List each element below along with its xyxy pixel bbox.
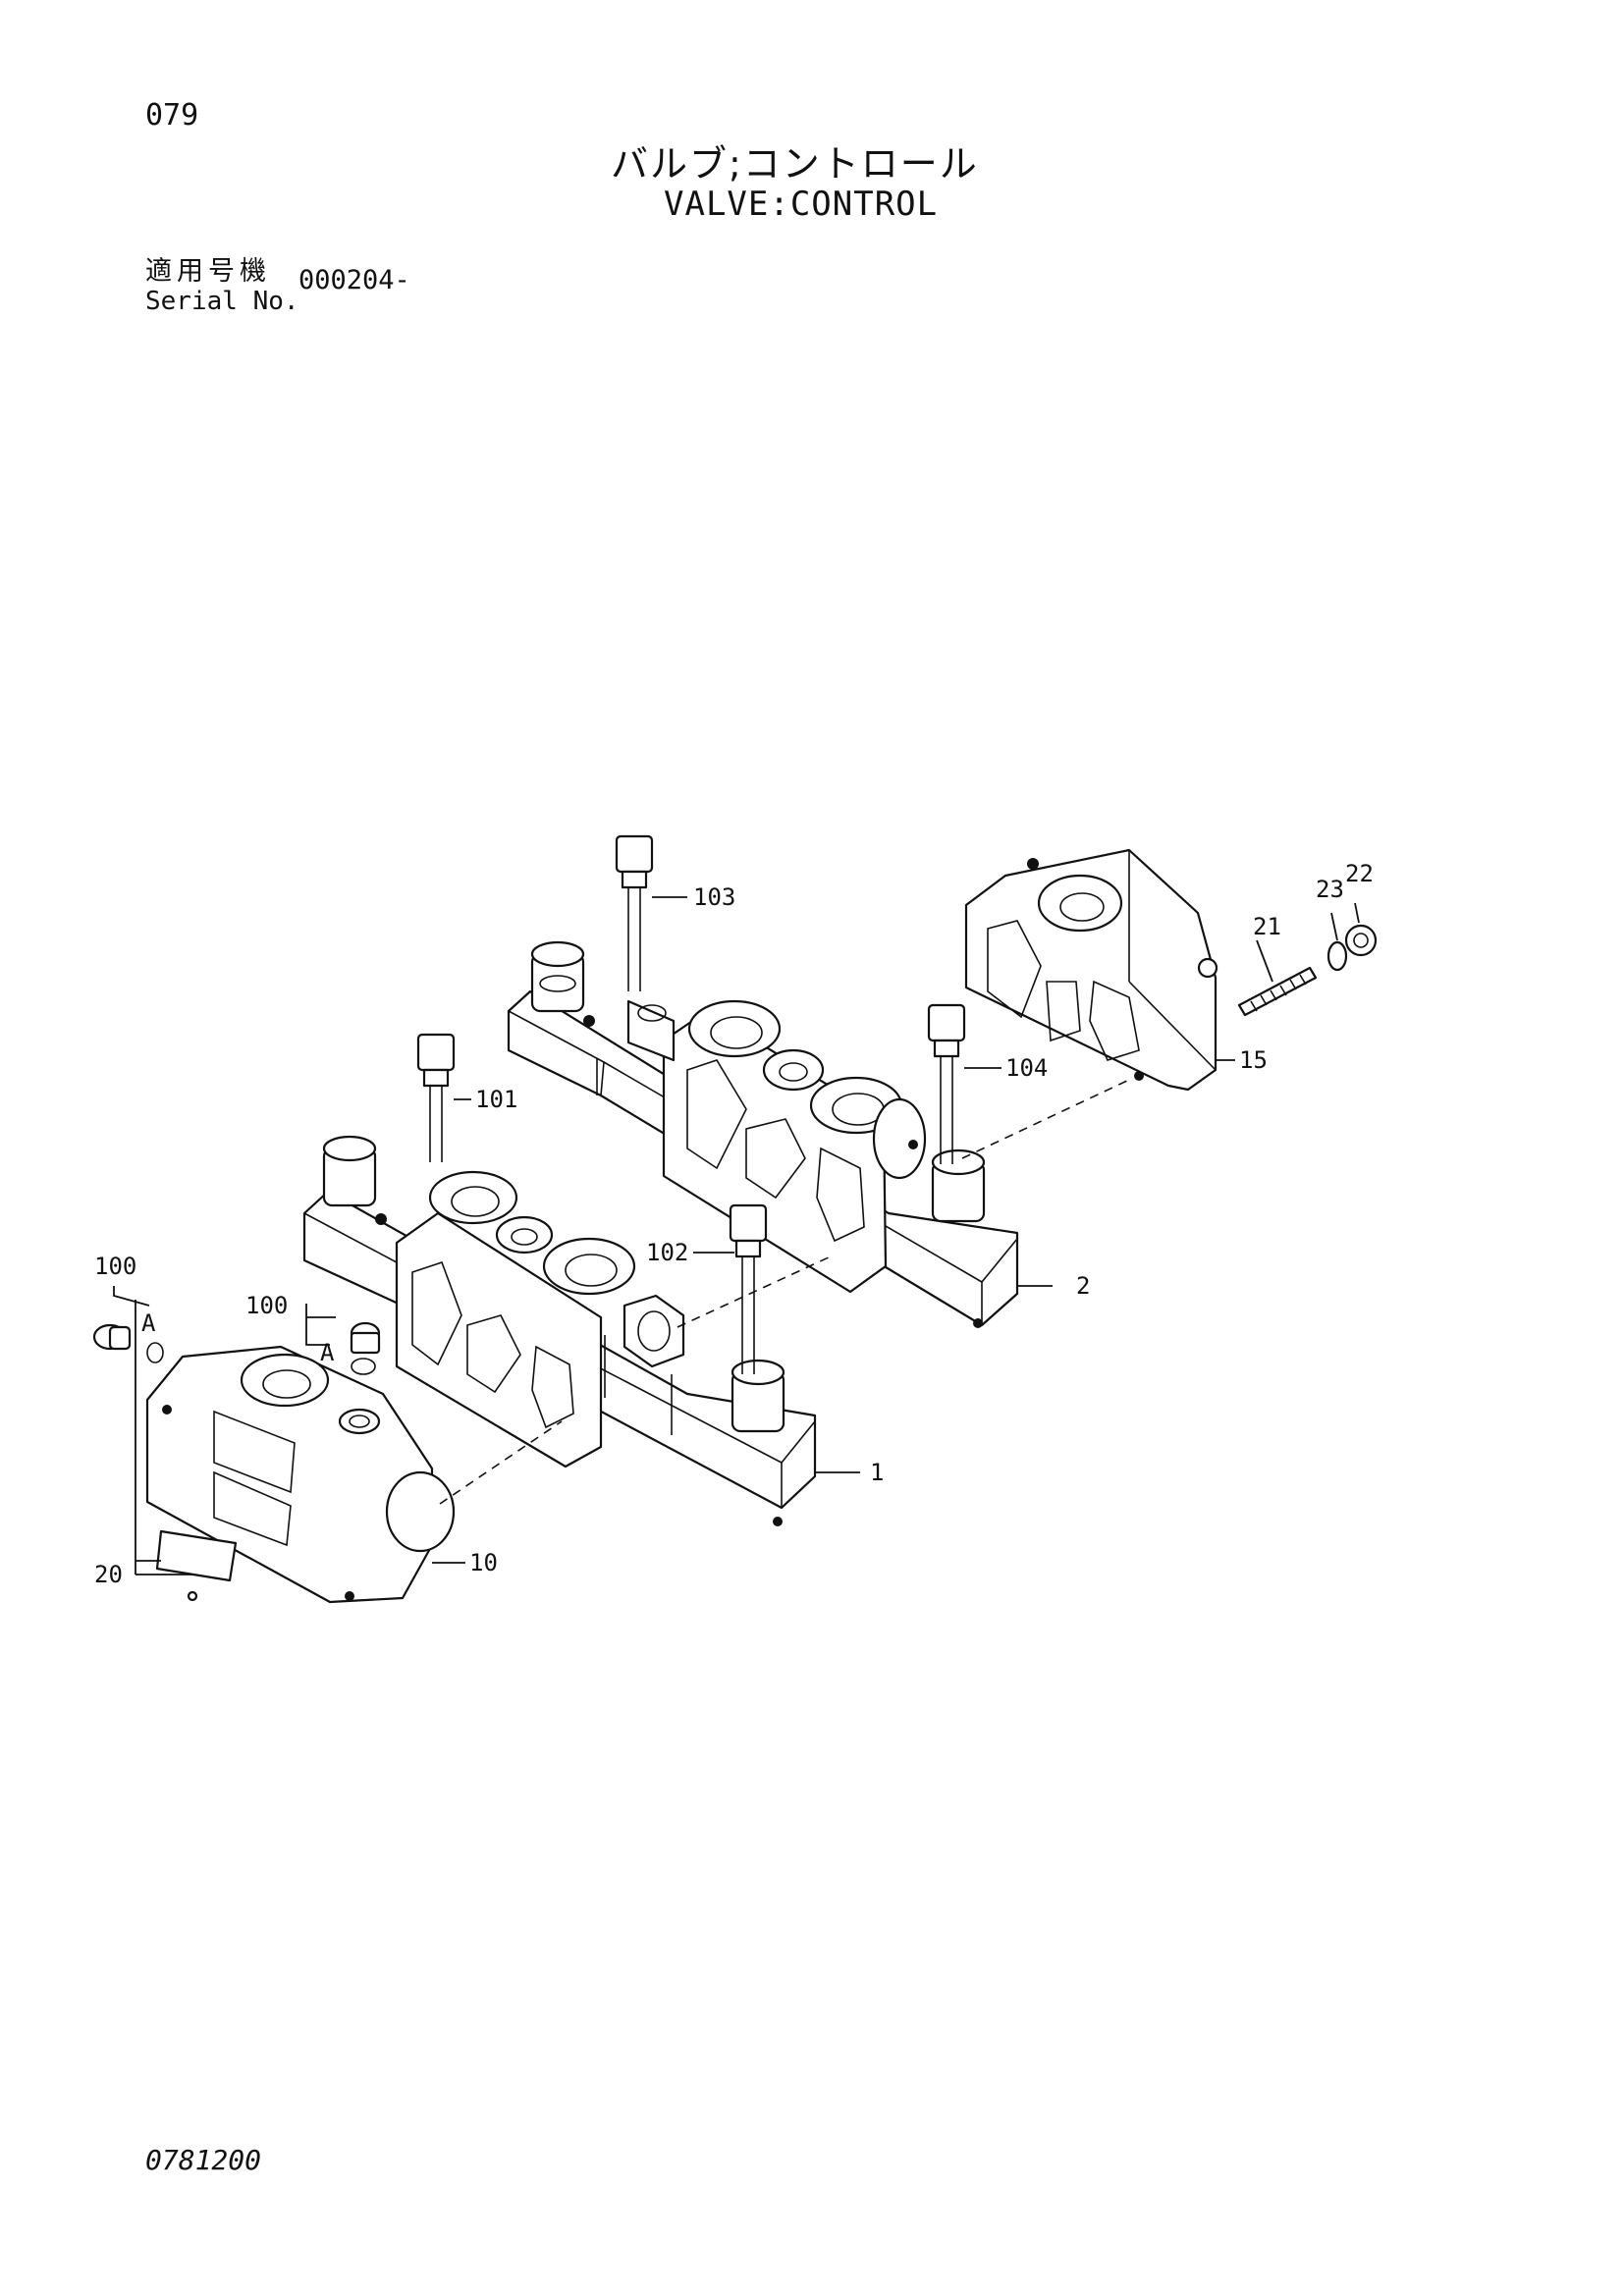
callout-103: 103 <box>693 883 735 911</box>
part-1-valve-section <box>302 1135 817 1526</box>
connector-104 <box>927 1003 966 1164</box>
callout-100-left: 100 <box>94 1253 136 1280</box>
assembly-line-10-1 <box>439 1420 563 1505</box>
serial-label-japanese: 適用号機 <box>145 256 271 287</box>
page-title-japanese: バルブ;コントロール <box>611 142 979 186</box>
assembly-line-1-2 <box>677 1255 832 1328</box>
connector-101 <box>416 1033 456 1162</box>
callout-a-left: A <box>141 1309 156 1337</box>
part-20-nameplate <box>155 1529 238 1602</box>
callout-22: 22 <box>1345 860 1374 887</box>
page-title-english: VALVE:CONTROL <box>664 185 939 224</box>
callout-101: 101 <box>475 1086 517 1113</box>
part-100-plug-left <box>92 1323 164 1363</box>
callout-104: 104 <box>1005 1054 1048 1082</box>
part-22-nut <box>1344 924 1378 957</box>
part-21-tie-bolt <box>1237 966 1318 1017</box>
callout-102: 102 <box>646 1239 688 1266</box>
connector-103 <box>615 834 654 991</box>
callout-21: 21 <box>1253 913 1281 940</box>
part-23-washer <box>1326 940 1348 972</box>
page-number: 079 <box>145 98 199 133</box>
callout-15: 15 <box>1239 1046 1268 1074</box>
assembly-line-2-15 <box>961 1079 1130 1159</box>
callout-23: 23 <box>1316 876 1344 903</box>
callout-a-right: A <box>320 1339 335 1366</box>
part-100-plug-right <box>350 1321 381 1375</box>
part-15-end-cover <box>964 848 1218 1092</box>
callout-2: 2 <box>1076 1272 1090 1300</box>
serial-number-value: 000204- <box>298 265 410 295</box>
document-code: 0781200 <box>145 2144 262 2176</box>
callout-20: 20 <box>94 1561 123 1588</box>
part-2-valve-section <box>507 940 1019 1328</box>
serial-label-english: Serial No. <box>145 287 299 316</box>
part-10-inlet-cover <box>145 1345 456 1604</box>
callout-10: 10 <box>469 1549 498 1576</box>
callout-1: 1 <box>870 1459 884 1486</box>
callout-100-right: 100 <box>245 1292 288 1319</box>
connector-102 <box>729 1203 768 1374</box>
